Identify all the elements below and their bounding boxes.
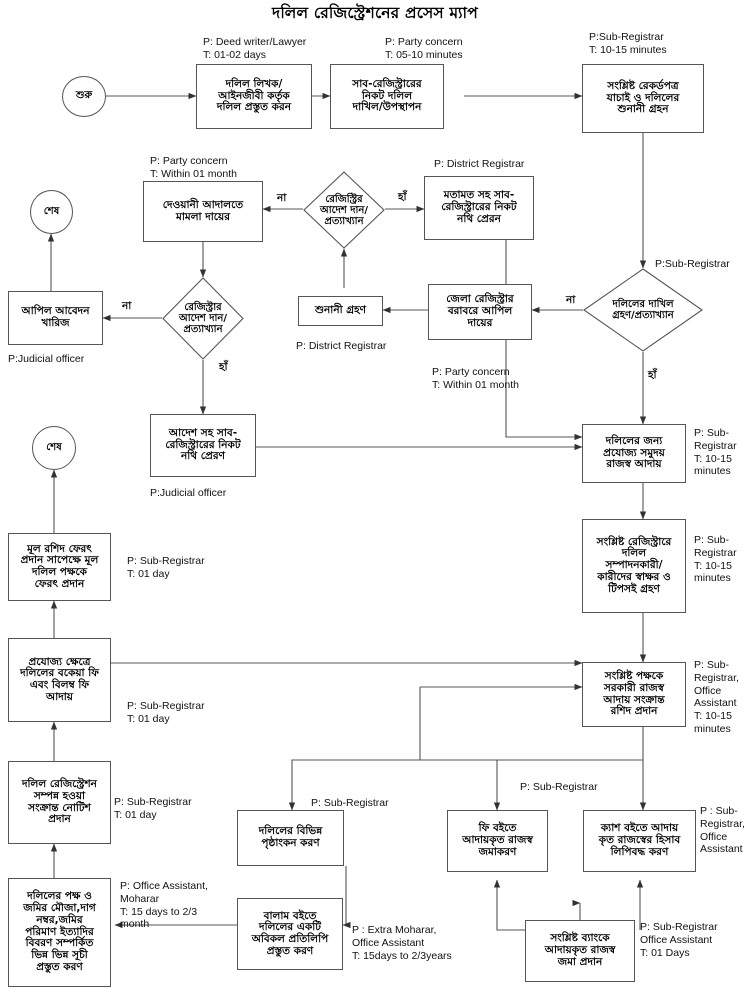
annotation-verify-records: P:Sub-Registrar T: 10-15 minutes — [589, 31, 667, 56]
diamond-shape — [583, 268, 703, 352]
annotation-district-appeal: P: Party concern T: Within 01 month — [432, 366, 519, 391]
annotation-order-send: P:Judicial officer — [150, 487, 227, 499]
annotation-opinion-send: P: District Registrar — [434, 158, 525, 170]
annotation-index-prepare: P: Office Assistant, Moharar T: 15 days … — [120, 880, 208, 931]
annotation-signature: P: Sub- Registrar T: 10-15 minutes — [694, 534, 737, 585]
annotation-balam-copy: P : Extra Moharar, Office Assistant T: 1… — [352, 924, 452, 962]
edge-label-no-1: না — [277, 192, 287, 204]
node-hearing: শুনানী গ্রহণ — [298, 296, 383, 326]
annotation-civil-court: P: Party concern T: Within 01 month — [150, 155, 237, 180]
annotation-notice: P: Sub-Registrar T: 01 day — [114, 796, 192, 821]
node-civil-court: দেওয়ানী আদালতেমামলা দায়ের — [143, 181, 263, 242]
edge-label-yes-1: হাঁ — [398, 191, 407, 203]
terminal-start-label: শুরু — [75, 90, 93, 101]
annotation-endorsement: P: Sub-Registrar — [311, 797, 389, 809]
diamond-shape — [303, 171, 385, 249]
edge-label-yes-2: হাঁ — [219, 361, 228, 373]
terminal-start: শুরু — [62, 76, 106, 117]
terminal-end-top: শেষ — [30, 190, 73, 234]
node-balam-copy: বালাম বইতেদলিলের একটিঅবিকল প্রতিলিপিপ্রস… — [237, 898, 343, 970]
annotation-hearing: P: District Registrar — [296, 340, 387, 352]
annotation-bank-deposit: P: Sub-Registrar Office Assistant T: 01 … — [640, 921, 718, 959]
page-title: দলিল রেজিস্ট্রেশনের প্রসেস ম্যাপ — [272, 4, 478, 22]
edge-label-no-3: না — [566, 294, 576, 306]
edge-label-no-2: না — [122, 300, 132, 312]
annotation-receipt: P: Sub- Registrar, Office Assistant T: 1… — [694, 659, 739, 735]
annotation-appeal-dismiss: P:Judicial officer — [8, 353, 85, 365]
annotation-return-deed: P: Sub-Registrar T: 01 day — [127, 555, 205, 580]
diamond-shape — [162, 277, 244, 360]
annotation-cash-book: P : Sub- Registrar, Office Assistant — [700, 805, 745, 856]
annotation-doc-accept: P:Sub-Registrar — [655, 258, 730, 270]
annotation-revenue-collect: P: Sub- Registrar T: 10-15 minutes — [694, 427, 737, 478]
terminal-end-mid: শেষ — [32, 426, 76, 470]
annotation-fee-book: P: Sub-Registrar — [520, 781, 598, 793]
node-due-fee: প্রযোজ্য ক্ষেত্রেদলিলের বকেয়া ফিএবং বিল… — [8, 638, 111, 722]
annotation-deed-writer: P: Deed writer/Lawyer T: 01-02 days — [203, 36, 307, 61]
annotation-submit-subregistrar: P: Party concern T: 05-10 minutes — [385, 36, 463, 61]
annotation-due-fee: P: Sub-Registrar T: 01 day — [127, 700, 205, 725]
edge-label-yes-3: হাঁ — [648, 369, 657, 381]
